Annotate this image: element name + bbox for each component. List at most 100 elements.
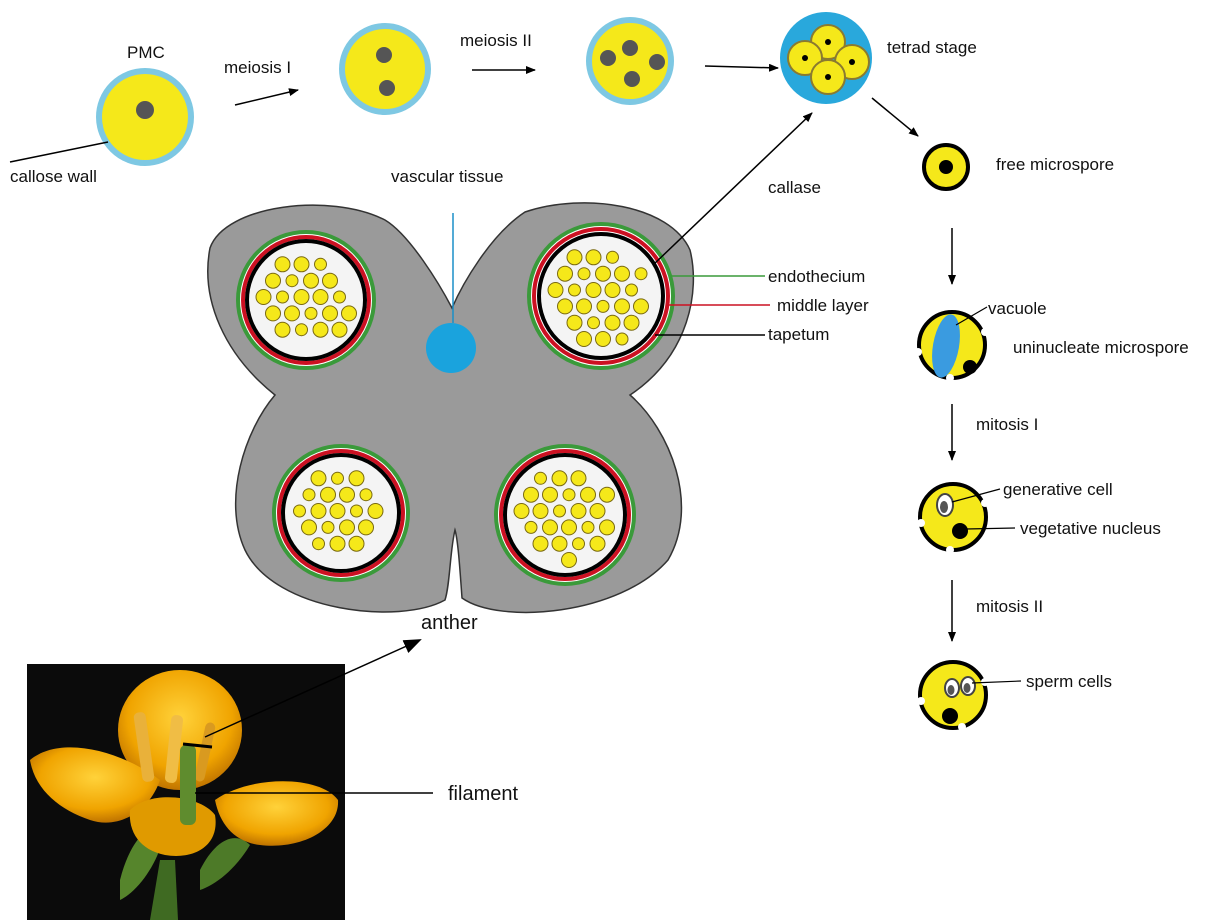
microspore (582, 521, 594, 533)
microspore (607, 251, 619, 263)
microspore (266, 273, 281, 288)
microspore (304, 273, 319, 288)
microspore (334, 291, 346, 303)
microspore (349, 536, 364, 551)
microspore (615, 266, 630, 281)
microspore (302, 520, 317, 535)
microspore (615, 299, 630, 314)
microspore (634, 299, 649, 314)
microspore (558, 299, 573, 314)
endothecium-label: endothecium (768, 267, 865, 286)
microspore (315, 258, 327, 270)
to-free-microspore-arrow (872, 98, 918, 136)
microspore (285, 306, 300, 321)
microspore (533, 504, 548, 519)
microspore (577, 332, 592, 347)
uninucleate-microspore-label: uninucleate microspore (1013, 338, 1189, 357)
microspore (514, 504, 529, 519)
callose-wall-pointer (10, 142, 108, 162)
meiosis-1-label: meiosis I (224, 58, 291, 77)
microspore (635, 268, 647, 280)
free-microspore-cell (924, 145, 968, 189)
microspore (562, 553, 577, 568)
tetrad-nuclei-cell (589, 20, 671, 102)
microspore (558, 266, 573, 281)
meiosis-1-arrow (235, 90, 298, 105)
microspore (571, 471, 586, 486)
microspore (605, 283, 620, 298)
microspore (294, 290, 309, 305)
microspore (548, 283, 563, 298)
microspore (567, 315, 582, 330)
microspore (294, 257, 309, 272)
microspore (596, 266, 611, 281)
callose-wall-label: callose wall (10, 167, 97, 186)
microspore (596, 332, 611, 347)
vacuole-label: vacuole (988, 299, 1047, 318)
microspore (332, 322, 347, 337)
microspore (277, 291, 289, 303)
microspore (569, 284, 581, 296)
pmc-cell (99, 71, 191, 163)
meiosis-2-label: meiosis II (460, 31, 532, 50)
tricellular-pollen-cell (917, 662, 989, 731)
microspore (563, 489, 575, 501)
microspore (321, 487, 336, 502)
microspore (590, 536, 605, 551)
tetrad-stage-label: tetrad stage (887, 38, 977, 57)
microspore (590, 504, 605, 519)
mitosis-2-label: mitosis II (976, 597, 1043, 616)
microspore (567, 250, 582, 265)
microspore (275, 257, 290, 272)
microspore (616, 333, 628, 345)
uninucleate-microspore-cell (914, 312, 989, 382)
microspore (342, 306, 357, 321)
microspore (524, 487, 539, 502)
microspore (543, 520, 558, 535)
microspore (323, 273, 338, 288)
microspore (552, 471, 567, 486)
microspore (303, 489, 315, 501)
microspore (586, 283, 601, 298)
free-microspore-label: free microspore (996, 155, 1114, 174)
tetrad-stage-cell (780, 12, 872, 104)
microspore (256, 290, 271, 305)
microspore (600, 487, 615, 502)
microspore (573, 538, 585, 550)
microspore (597, 300, 609, 312)
microspore (588, 317, 600, 329)
microspore (525, 521, 537, 533)
microspore (286, 275, 298, 287)
microspore (266, 306, 281, 321)
middle-layer-label: middle layer (777, 296, 869, 315)
mitosis-1-label: mitosis I (976, 415, 1038, 434)
sperm-cells-label: sperm cells (1026, 672, 1112, 691)
tapetum-label: tapetum (768, 325, 829, 344)
microspore (296, 324, 308, 336)
callase-label: callase (768, 178, 821, 197)
microspore (535, 472, 547, 484)
microspore (543, 487, 558, 502)
microspore (322, 521, 334, 533)
microspore (330, 504, 345, 519)
microspore (305, 307, 317, 319)
microspore (313, 322, 328, 337)
microspore (313, 538, 325, 550)
to-tetrad-arrow (705, 66, 778, 68)
vegetative-nucleus-label: vegetative nucleus (1020, 519, 1161, 538)
filament-label: filament (448, 783, 518, 805)
vascular-bundle (426, 323, 476, 373)
microspore (323, 306, 338, 321)
microspore (605, 315, 620, 330)
microspore (313, 290, 328, 305)
microspore (360, 489, 372, 501)
microspore (624, 315, 639, 330)
microspore (571, 504, 586, 519)
microspore (581, 487, 596, 502)
microspore (368, 504, 383, 519)
microspore (340, 520, 355, 535)
microspore (294, 505, 306, 517)
microspore (586, 250, 601, 265)
anther-label: anther (421, 612, 478, 634)
